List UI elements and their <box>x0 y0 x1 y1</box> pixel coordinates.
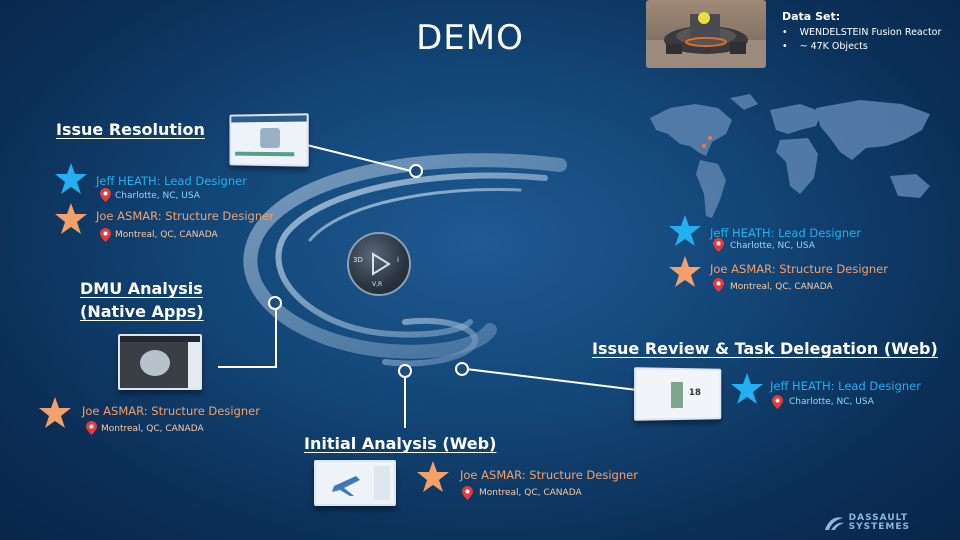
location-pin-icon <box>86 421 97 435</box>
star-structure-icon <box>669 256 701 287</box>
location-pin-icon <box>100 228 111 242</box>
dataset-label: Data Set: <box>782 10 841 23</box>
timeline-node-initial[interactable] <box>398 364 412 378</box>
compass-i-label: i <box>397 256 399 264</box>
location-pin-icon <box>462 486 473 500</box>
compass-vr-label: V,R <box>372 281 383 288</box>
dataset-item: WENDELSTEIN Fusion Reactor <box>782 26 942 40</box>
dataset-photo <box>646 0 766 68</box>
dmu-thumbnail[interactable] <box>118 334 202 390</box>
review-lead-name: Jeff HEATH: Lead Designer <box>770 379 921 393</box>
page-title: DEMO <box>416 18 524 58</box>
star-structure-icon <box>39 397 71 428</box>
dmu-struct-name: Joe ASMAR: Structure Designer <box>82 404 260 418</box>
map-struct-name: Joe ASMAR: Structure Designer <box>710 262 888 276</box>
issue-review-thumbnail[interactable]: 18 <box>634 367 722 421</box>
dmu-struct-location: Montreal, QC, CANADA <box>101 424 204 434</box>
logo-line1: DASSAULT <box>848 513 909 523</box>
issue-resolution-title: Issue Resolution <box>56 120 205 139</box>
issue-resolution-lead-name: Jeff HEATH: Lead Designer <box>96 174 247 188</box>
logo-line2: SYSTEMES <box>848 522 910 532</box>
compass-3d-label: 3D <box>353 256 363 264</box>
ds-logo-icon <box>824 517 844 530</box>
map-struct-location: Montreal, QC, CANADA <box>730 282 833 292</box>
star-lead-icon <box>55 163 87 194</box>
issue-resolution-struct-name: Joe ASMAR: Structure Designer <box>96 209 274 223</box>
location-pin-icon <box>713 278 724 292</box>
initial-analysis-thumbnail[interactable] <box>314 460 396 506</box>
connector-line <box>404 376 406 428</box>
timeline-node-issue-resolution[interactable] <box>409 164 423 178</box>
timeline-node-dmu[interactable] <box>268 296 282 310</box>
dmu-title-line1: DMU Analysis <box>80 279 203 298</box>
review-lead-location: Charlotte, NC, USA <box>789 397 874 407</box>
star-structure-icon <box>417 461 449 492</box>
review-thumb-number: 18 <box>688 388 701 398</box>
map-lead-name: Jeff HEATH: Lead Designer <box>710 226 861 240</box>
location-pin-icon <box>772 395 783 409</box>
dataset-list: WENDELSTEIN Fusion Reactor ~ 47K Objects <box>782 26 942 54</box>
initial-struct-location: Montreal, QC, CANADA <box>479 488 582 498</box>
timeline-node-review[interactable] <box>455 362 469 376</box>
dataset-item: ~ 47K Objects <box>782 40 941 54</box>
world-map <box>650 94 930 218</box>
location-pin-icon <box>713 238 724 252</box>
initial-struct-name: Joe ASMAR: Structure Designer <box>460 468 638 482</box>
star-lead-icon <box>669 215 701 246</box>
issue-review-title: Issue Review & Task Delegation (Web) <box>592 339 938 358</box>
map-lead-location: Charlotte, NC, USA <box>730 241 815 251</box>
issue-resolution-thumbnail[interactable] <box>229 113 309 167</box>
connector-line <box>218 366 276 368</box>
issue-resolution-struct-location: Montreal, QC, CANADA <box>115 230 218 240</box>
dmu-title-line2: (Native Apps) <box>80 302 204 321</box>
fusion-reactor-image <box>646 12 766 68</box>
initial-analysis-title: Initial Analysis (Web) <box>304 434 497 453</box>
3d-compass[interactable]: 3D i V,R <box>347 232 411 296</box>
location-pin-icon <box>100 188 111 202</box>
star-lead-icon <box>731 373 763 404</box>
connector-line <box>275 308 277 368</box>
star-structure-icon <box>55 203 87 234</box>
issue-resolution-lead-location: Charlotte, NC, USA <box>115 191 200 201</box>
dassault-logo: DASSAULT SYSTEMES <box>824 513 910 532</box>
